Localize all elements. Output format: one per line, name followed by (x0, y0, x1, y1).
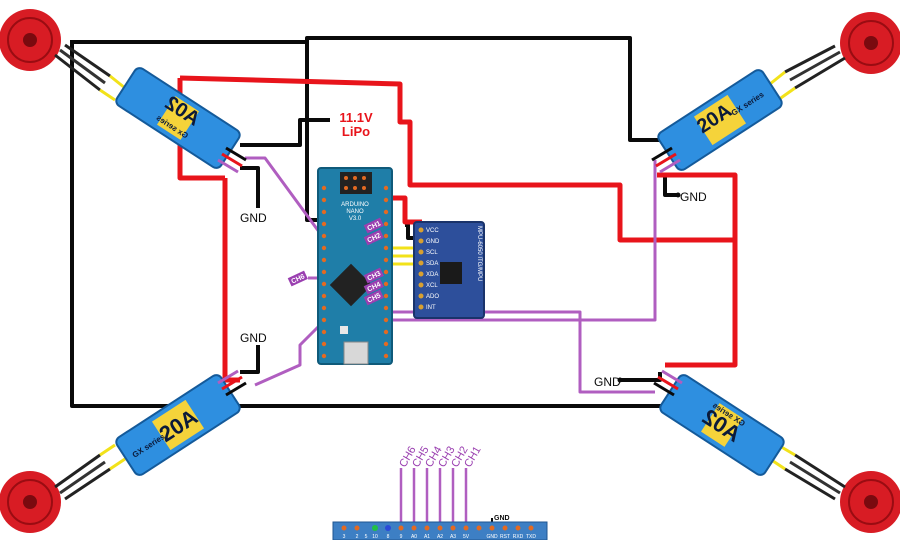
gnd-dot-rear-right (617, 377, 623, 383)
nano-line2: NANO (346, 209, 364, 215)
mpu-pin-scl: SCL (426, 250, 438, 256)
battery-type: LiPo (342, 124, 370, 139)
gnd-labels: GND GND GND GND (240, 190, 707, 389)
mpu6050-board: VCC GND SCL SDA XDA XCL ADO INT MPU-6050… (413, 221, 485, 319)
mpu-pin-gnd: GND (426, 239, 440, 245)
receiver-channel-wires (399, 468, 468, 528)
header-pin-9: A3 (450, 534, 456, 540)
header-pin-12: RST (500, 534, 510, 540)
mpu-model: MPU-6050 ITG/MPU (476, 226, 482, 281)
esc-front-right: 20A GX series (657, 69, 783, 171)
mpu-pin-xda: XDA (426, 272, 438, 278)
motor-front-left (0, 9, 61, 71)
mpu-pin-vcc: VCC (426, 228, 439, 234)
esc-rear-right: A02 GX series (659, 374, 785, 476)
header-pin-6: A0 (411, 534, 417, 540)
mpu-pin-xcl: XCL (426, 283, 438, 289)
header-pin-14: TXD (526, 534, 536, 540)
header-pin-7: A1 (424, 534, 430, 540)
nano-tag-ch6: CH6 (290, 273, 306, 285)
mpu-pin-ado: ADO (426, 294, 439, 300)
header-pin-11: GND (486, 534, 498, 540)
battery-label-bg (330, 108, 382, 140)
header-pin-1: 2 (356, 534, 359, 540)
mpu-pin-sda: SDA (426, 261, 438, 267)
battery-voltage: 11.1V (339, 110, 373, 125)
esc-signal-leads (217, 146, 683, 397)
gnd-label-front-left: GND (240, 211, 267, 225)
header-pin-8: A2 (437, 534, 443, 540)
gnd-label-rear-right: GND (594, 375, 621, 389)
nano-pins-left (321, 185, 327, 359)
header-pin-0: 3 (343, 534, 346, 540)
esc-front-left: A02 Gx series (115, 67, 241, 169)
header-pin-13: RXD (513, 534, 524, 540)
nano-pins-right (383, 185, 389, 359)
motor-front-right (840, 12, 900, 74)
receiver-channel-labels: CH6 CH5 CH4 CH3 CH2 CH1 (397, 444, 483, 469)
gnd-dot-front-right (675, 192, 681, 198)
gnd-label-front-right: GND (680, 190, 707, 204)
motor-leads (54, 43, 846, 501)
receiver-header: 3 2 5 10 8 9 A0 A1 A2 A3 5V GND RST RXD … (332, 521, 548, 540)
mpu-pin-labels: VCC GND SCL SDA XDA XCL ADO INT (418, 227, 440, 311)
nano-line3: V3.0 (349, 216, 362, 222)
header-pin-5: 9 (400, 534, 403, 540)
arduino-nano: ARDUINO NANO V3.0 (317, 167, 393, 365)
motor-rear-left (0, 471, 61, 533)
gnd-label-rear-left: GND (240, 331, 267, 345)
motor-rear-right (840, 471, 900, 533)
header-pin-2: 5 (365, 534, 368, 540)
mpu-pin-int: INT (426, 305, 436, 311)
header-pin-10: 5V (463, 534, 470, 540)
nano-line1: ARDUINO (341, 202, 369, 208)
header-pin-4: 8 (387, 534, 390, 540)
receiver-gnd-label: GND (494, 515, 510, 522)
esc-rear-left: 20A GX series (115, 374, 241, 476)
header-pin-3: 10 (372, 534, 378, 540)
